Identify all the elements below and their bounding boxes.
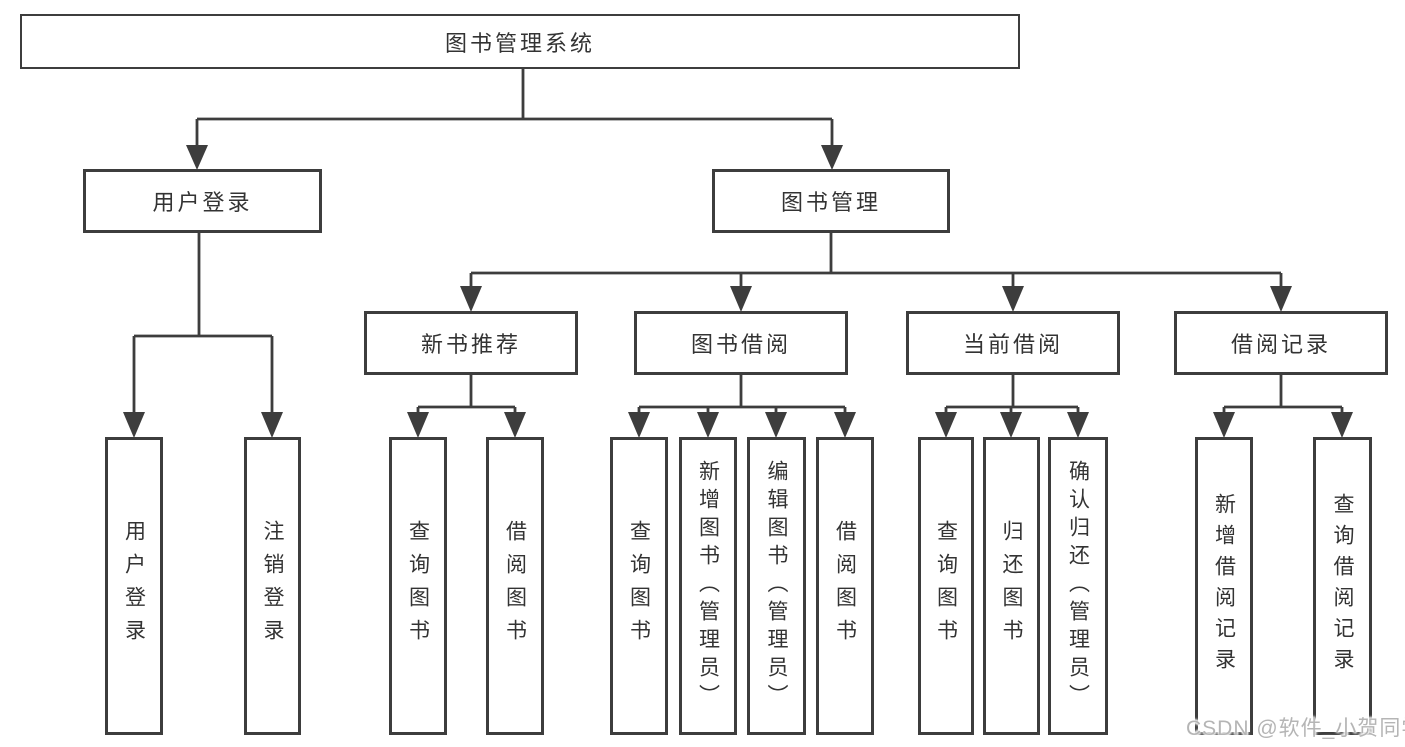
- leaf-query-books-borrow-label: 查询图书: [627, 520, 651, 652]
- leaf-user-login-label: 用户登录: [122, 520, 146, 652]
- watermark: CSDN @软件_小贺同学: [1186, 717, 1405, 740]
- arrowhead: [123, 412, 145, 438]
- arrowhead: [1067, 412, 1089, 438]
- leaf-return-book: 归还图书: [983, 437, 1040, 735]
- node-user-login: 用户登录: [83, 169, 322, 233]
- leaf-edit-book-admin: 编辑图书（管理员）: [747, 437, 806, 735]
- leaf-add-borrow-record-label: 新增借阅记录: [1212, 493, 1236, 679]
- arrowhead: [1000, 412, 1022, 438]
- leaf-borrow-books-recommend: 借阅图书: [486, 437, 544, 735]
- leaf-logout-label: 注销登录: [261, 520, 284, 652]
- leaf-query-books-current-label: 查询图书: [934, 520, 958, 652]
- arrowhead: [1331, 412, 1353, 438]
- leaf-query-borrow-record-label: 查询借阅记录: [1331, 493, 1354, 679]
- arrowhead: [1002, 286, 1024, 312]
- node-book-management: 图书管理: [712, 169, 950, 233]
- arrowhead: [1270, 286, 1292, 312]
- node-current-borrow-label: 当前借阅: [962, 332, 1063, 357]
- arrowhead: [697, 412, 719, 438]
- arrowhead: [504, 412, 526, 438]
- leaf-query-books-recommend-label: 查询图书: [406, 520, 430, 652]
- leaf-borrow-books-recommend-label: 借阅图书: [503, 520, 527, 652]
- node-borrow-records-label: 借阅记录: [1230, 332, 1331, 357]
- node-new-book-recommend-label: 新书推荐: [420, 332, 521, 357]
- arrowhead: [1213, 412, 1235, 438]
- leaf-add-book-admin: 新增图书（管理员）: [679, 437, 737, 735]
- arrowhead: [821, 145, 843, 170]
- leaf-confirm-return-admin-label: 确认归还（管理员）: [1066, 460, 1090, 712]
- node-current-borrow: 当前借阅: [906, 311, 1120, 375]
- arrowhead: [628, 412, 650, 438]
- connector-book-mgmt-to-level3: [460, 233, 1292, 312]
- node-borrow-records: 借阅记录: [1174, 311, 1388, 375]
- connector-current-to-children: [935, 375, 1089, 438]
- connector-borrow-to-children: [628, 375, 856, 438]
- node-book-borrow: 图书借阅: [634, 311, 848, 375]
- node-user-login-label: 用户登录: [152, 190, 253, 215]
- leaf-borrow-books-borrow: 借阅图书: [816, 437, 874, 735]
- leaf-confirm-return-admin: 确认归还（管理员）: [1048, 437, 1108, 735]
- leaf-query-borrow-record: 查询借阅记录: [1313, 437, 1372, 735]
- leaf-add-book-admin-label: 新增图书（管理员）: [696, 460, 720, 712]
- leaf-query-books-recommend: 查询图书: [389, 437, 447, 735]
- leaf-query-books-borrow: 查询图书: [610, 437, 668, 735]
- leaf-return-book-label: 归还图书: [1000, 520, 1023, 652]
- connector-root-to-level2: [186, 69, 843, 170]
- leaf-add-borrow-record: 新增借阅记录: [1195, 437, 1253, 735]
- arrowhead: [935, 412, 957, 438]
- arrowhead: [834, 412, 856, 438]
- node-root-label: 图书管理系统: [444, 30, 595, 56]
- node-new-book-recommend: 新书推荐: [364, 311, 578, 375]
- node-book-borrow-label: 图书借阅: [690, 332, 791, 357]
- connector-user-login-to-children: [123, 233, 283, 438]
- node-root: 图书管理系统: [20, 14, 1020, 69]
- leaf-edit-book-admin-label: 编辑图书（管理员）: [765, 460, 788, 712]
- arrowhead: [765, 412, 787, 438]
- connector-records-to-children: [1213, 375, 1353, 438]
- leaf-logout: 注销登录: [244, 437, 301, 735]
- leaf-user-login: 用户登录: [105, 437, 163, 735]
- node-book-management-label: 图书管理: [780, 190, 881, 215]
- arrowhead: [186, 145, 208, 170]
- leaf-borrow-books-borrow-label: 借阅图书: [833, 520, 857, 652]
- leaf-query-books-current: 查询图书: [918, 437, 974, 735]
- arrowhead: [730, 286, 752, 312]
- arrowhead: [407, 412, 429, 438]
- arrowhead: [261, 412, 283, 438]
- connector-recommend-to-children: [407, 375, 526, 438]
- arrowhead: [460, 286, 482, 312]
